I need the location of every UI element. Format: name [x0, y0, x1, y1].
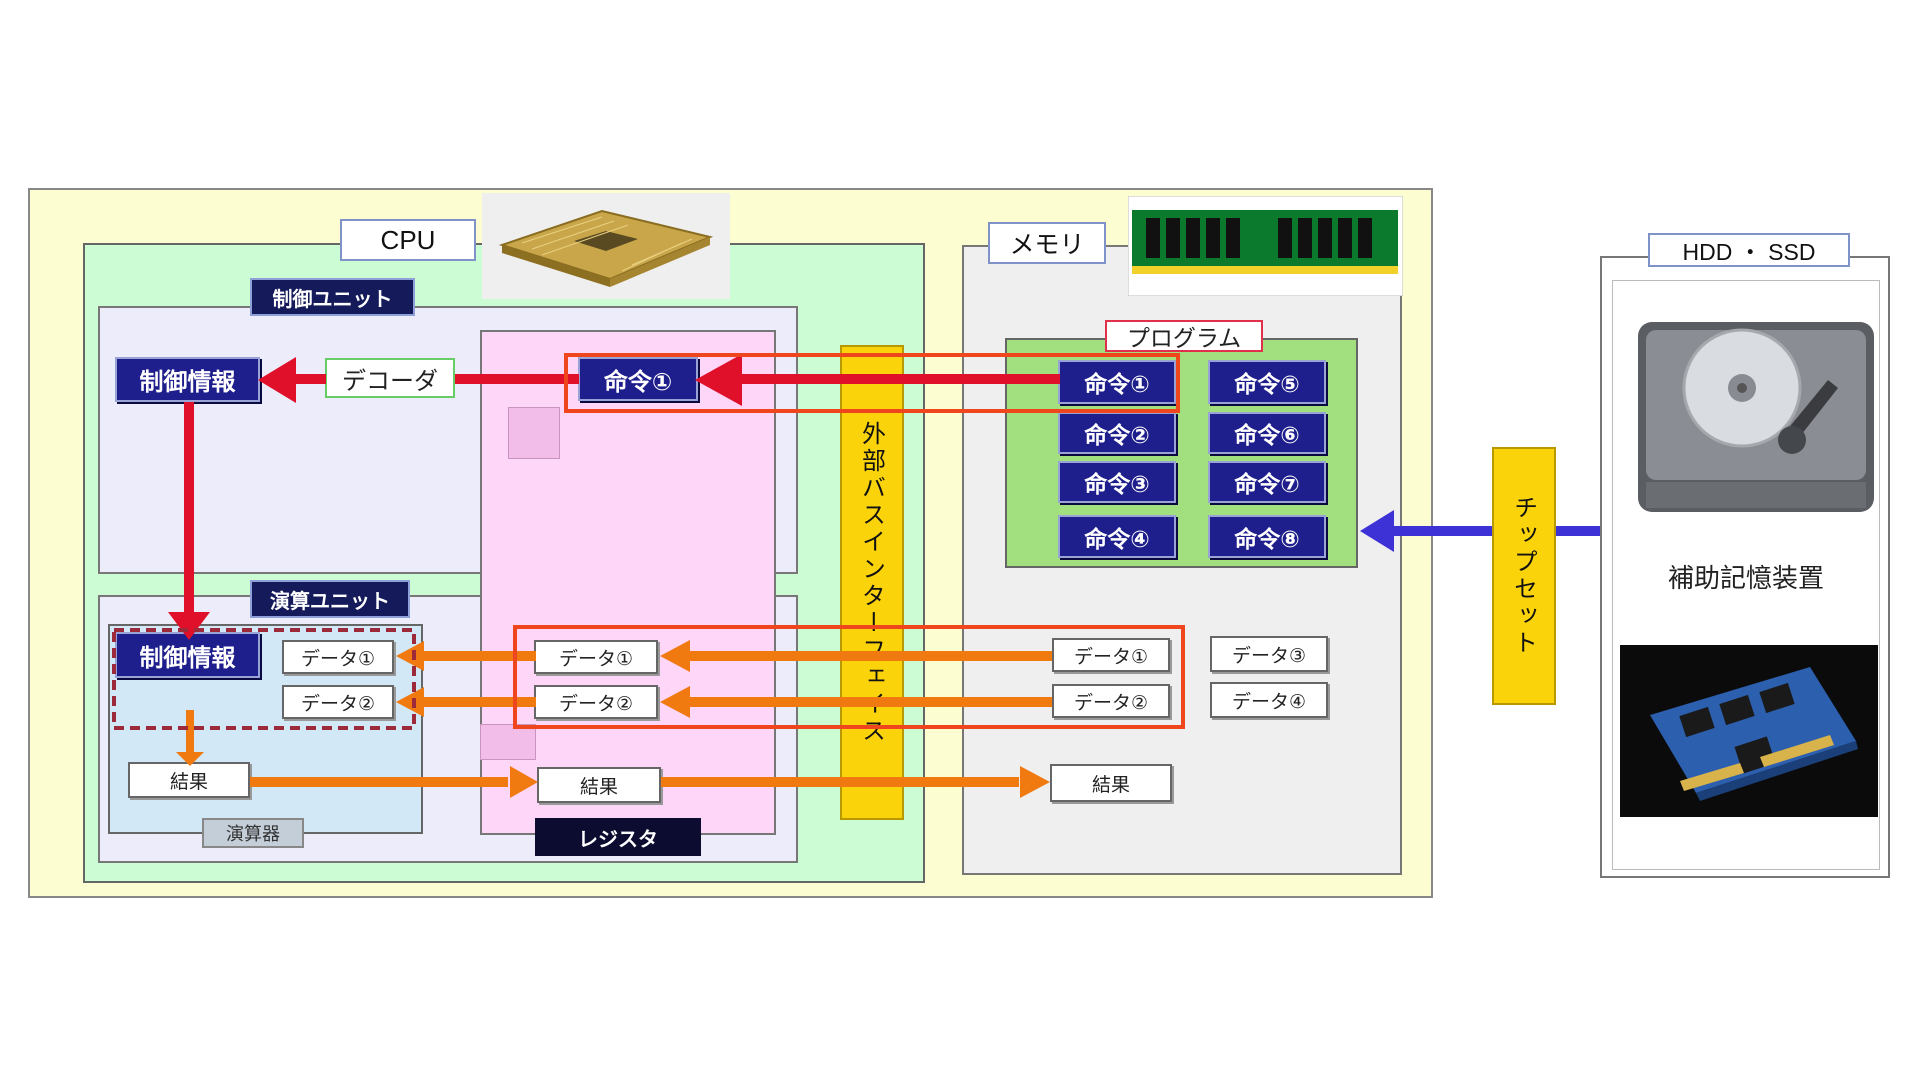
chipset-label: チップセット: [1509, 495, 1538, 657]
storage-caption: 補助記憶装置: [1667, 562, 1824, 593]
register-cell: [480, 724, 536, 760]
program-instruction-8: 命令⑧: [1208, 515, 1326, 558]
cpu-chip-image: [482, 193, 730, 299]
program-instruction-5: 命令⑤: [1208, 360, 1326, 404]
decode-arrow: [455, 374, 579, 384]
instruction-highlight-frame: [564, 353, 1180, 413]
cpu-instruction-box: 命令①: [578, 357, 698, 401]
chipset: チップセット: [1492, 447, 1556, 705]
data-highlight-frame: [513, 625, 1185, 729]
control-to-alu-arrow: [168, 402, 210, 640]
memory-result-box: 結果: [1050, 764, 1172, 802]
instruction-fetch-arrow: [695, 354, 1060, 406]
register-label: レジスタ: [535, 818, 701, 856]
program-instruction-7: 命令⑦: [1208, 461, 1326, 503]
memory-title: メモリ: [988, 222, 1106, 264]
program-instruction-4: 命令④: [1058, 515, 1176, 558]
program-instruction-6: 命令⑥: [1208, 412, 1326, 454]
storage-to-memory-arrow: [1360, 510, 1600, 552]
cpu-title: CPU: [340, 219, 476, 261]
control-unit-tag: 制御ユニット: [250, 278, 415, 316]
memory-data-1: データ①: [1052, 638, 1170, 672]
alu-unit-tag: 演算ユニット: [250, 580, 410, 618]
program-instruction-1: 命令①: [1058, 360, 1176, 404]
memory-data-2: データ②: [1052, 684, 1170, 718]
data-2-load-arrow: [396, 686, 1052, 718]
decoder-box: デコーダ: [325, 358, 455, 398]
memory-data-4: データ④: [1210, 682, 1328, 718]
alu-label: 演算器: [202, 818, 304, 848]
external-bus-label: 外部バスインターフェイス: [857, 420, 886, 745]
register-result-box: 結果: [537, 767, 661, 803]
register-data-1: データ①: [534, 640, 658, 674]
control-info-arrow: [258, 357, 326, 403]
memory-module-image: [1127, 195, 1404, 297]
register-data-2: データ②: [534, 685, 658, 719]
register-cell: [508, 407, 560, 459]
ssd-image: [1620, 645, 1878, 817]
alu-data-2: データ②: [282, 685, 394, 719]
alu-data-1: データ①: [282, 640, 394, 674]
result-store-arrow: [250, 766, 1050, 798]
external-bus-interface: 外部バスインターフェイス: [840, 345, 904, 820]
storage-title: HDD ・ SSD: [1648, 233, 1850, 267]
program-label: プログラム: [1105, 320, 1263, 352]
memory-data-3: データ③: [1210, 636, 1328, 672]
data-1-load-arrow: [396, 640, 1052, 672]
alu-compute-arrow: [176, 710, 204, 766]
alu-input-boundary: [112, 628, 416, 730]
hdd-image: [1632, 318, 1880, 518]
program-instruction-3: 命令③: [1058, 461, 1176, 503]
